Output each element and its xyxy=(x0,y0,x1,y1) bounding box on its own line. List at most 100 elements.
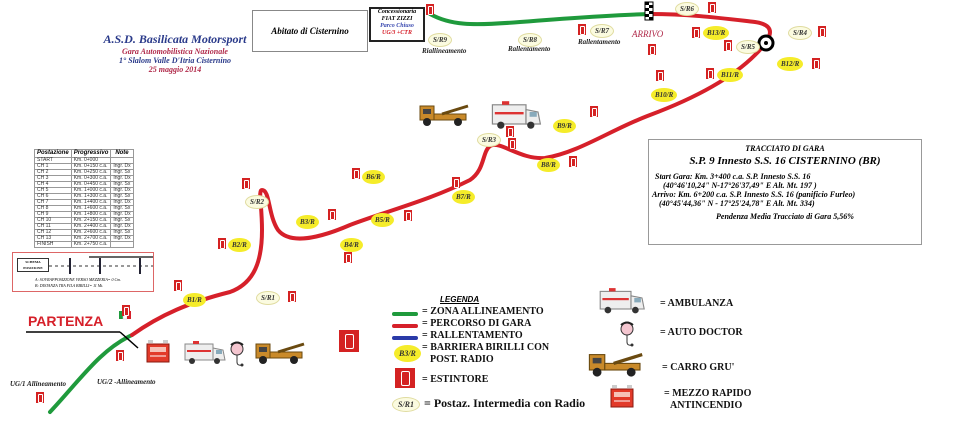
ambulance-icon xyxy=(598,287,646,321)
barrier-badge: B8/R xyxy=(537,158,560,172)
barrier-badge: B5/R xyxy=(371,213,394,227)
barrier-badge: B11/R xyxy=(717,68,743,82)
barrier-badge: B2/R xyxy=(228,238,251,252)
extinguisher-icon xyxy=(648,44,656,55)
start-pointer xyxy=(119,331,139,349)
extinguisher-icon xyxy=(288,291,296,302)
org-name: A.S.D. Basilicata Motorsport xyxy=(103,32,247,46)
barrier-badge: B6/R xyxy=(362,170,385,184)
extinguisher-icon xyxy=(706,68,714,79)
info-start: Start Gara: Km. 3+400 c.a. S.P. Innesto … xyxy=(655,172,811,181)
legend-extinguisher-icon xyxy=(395,368,415,388)
ug3-label: UG/3 +CTR xyxy=(382,30,412,36)
info-road: S.P. 9 Innesto S.S. 16 CISTERNINO (BR) xyxy=(689,155,881,167)
legend-barrier: = BARRIERA BIRILLI CON xyxy=(422,342,550,353)
table-cell: FINISH xyxy=(34,241,72,248)
radio-post-badge: S/R5 xyxy=(736,40,761,54)
info-slope: Pendenza Media Tracciato di Gara 5,56% xyxy=(716,212,854,221)
extinguisher-icon xyxy=(404,210,412,221)
chicane-note-b: B: DISTANZA TRA FILA BIRILLI= 11 Mt. xyxy=(35,283,104,288)
extinguisher-icon xyxy=(508,138,516,149)
extinguisher-icon xyxy=(344,252,352,263)
race-date: 25 maggio 2014 xyxy=(148,65,202,74)
extinguisher-icon xyxy=(812,58,820,69)
fire-truck-icon xyxy=(144,338,172,371)
legend-radio-badge: S/R1 xyxy=(392,397,421,412)
extinguisher-icon xyxy=(724,40,732,51)
crane-truck-icon xyxy=(585,348,647,384)
legend-crane: = CARRO GRU' xyxy=(662,362,735,373)
crane-truck-icon xyxy=(252,338,308,371)
race-name: 1° Slalom Valle D'Itria Cisternino xyxy=(118,56,232,65)
extinguisher-icon xyxy=(426,4,434,15)
legend-route: = PERCORSO DI GARA xyxy=(422,318,532,329)
parco-chiuso: Parco Chiuso xyxy=(380,23,414,29)
info-box: TRACCIATO DI GARA S.P. 9 Innesto S.S. 16… xyxy=(648,139,922,245)
radio-post-badge: S/R6 xyxy=(675,2,700,16)
barrier-badge: B4/R xyxy=(340,238,363,252)
ug2-label: UG/2 -Allineamento xyxy=(97,378,156,386)
radio-post-badge: S/R7 xyxy=(590,24,615,38)
info-finish-coords: (40°45'44,36" N - 17°25'24,78" E Alt. Mt… xyxy=(659,199,815,208)
legend-title: LEGENDA xyxy=(440,295,480,304)
extinguisher-icon xyxy=(352,168,360,179)
extinguisher-icon xyxy=(590,106,598,117)
chicane-note-a: A: SOVRAPPOSIZIONE VERSO MEZZERIA= 0 Cm. xyxy=(35,277,122,282)
legend-barrier-badge: B3/R xyxy=(394,345,421,362)
barrier-badge: B3/R xyxy=(296,215,319,229)
finish-label: ARRIVO xyxy=(632,29,664,39)
extinguisher-icon xyxy=(36,392,44,403)
alignment-zone-finish xyxy=(428,12,652,27)
extinguisher-icon xyxy=(116,350,124,361)
extinguisher-icon xyxy=(218,238,226,249)
legend-radio-post: = Postaz. Intermedia con Radio xyxy=(424,396,586,410)
rallentamento-label: Rallentamento xyxy=(508,45,551,53)
table-cell: Km. 2+750 c.a. xyxy=(70,241,112,248)
extinguisher-icon xyxy=(708,2,716,13)
alignment-zone-start xyxy=(48,333,134,414)
fire-truck-icon xyxy=(608,383,636,416)
legend-extinguisher: = ESTINTORE xyxy=(422,374,489,385)
dealer-line: Concessionaria xyxy=(377,9,417,15)
legend-alignment: = ZONA ALLINEAMENTO xyxy=(422,306,544,317)
legend-swatch-red xyxy=(392,324,418,328)
event-type: Gara Automobilistica Nazionale xyxy=(122,47,228,56)
radio-post-badge: S/R1 xyxy=(256,291,281,305)
legend-swatch-blue xyxy=(392,336,418,340)
ambulance-icon xyxy=(490,100,543,136)
extinguisher-icon xyxy=(122,305,130,316)
chicane-sketch xyxy=(49,256,153,274)
riallineamento-label: Riallineamento xyxy=(422,47,467,55)
extinguisher-icon xyxy=(818,26,826,37)
ambulance-icon xyxy=(183,340,227,371)
radio-post-badge: S/R8 xyxy=(518,33,543,47)
radio-post-badge: S/R2 xyxy=(245,195,270,209)
radio-post-badge: S/R3 xyxy=(477,133,502,147)
legend-fire-2: ANTINCENDIO xyxy=(670,400,743,411)
legend-doctor: = AUTO DOCTOR xyxy=(660,327,743,338)
info-title: TRACCIATO DI GARA xyxy=(745,144,825,153)
radio-post-badge: S/R9 xyxy=(428,33,453,47)
dealer-name: FIAT ZIZZI xyxy=(381,16,413,22)
crane-truck-icon xyxy=(416,100,472,133)
barrier-badge: B12/R xyxy=(777,57,804,71)
town-box: Abitato di Cisternino xyxy=(252,10,368,52)
table-cell xyxy=(110,241,134,248)
info-finish: Arrivo: Km. 6+200 c.a. S.P. Innesto S.S.… xyxy=(652,190,856,199)
target-icon xyxy=(757,34,775,52)
start-label: PARTENZA xyxy=(28,313,104,329)
legend-ambulance: = AMBULANZA xyxy=(660,298,734,309)
ug1-label: UG/1 Allineamento xyxy=(10,380,66,388)
table-header: Note xyxy=(110,149,134,158)
barrier-badge: B9/R xyxy=(553,119,576,133)
legend-swatch-green xyxy=(392,312,418,316)
extinguisher-icon xyxy=(656,70,664,81)
event-header: A.S.D. Basilicata Motorsport Gara Automo… xyxy=(60,32,290,74)
table-cell: Ingr. Dx xyxy=(110,235,134,242)
auto-doctor-icon xyxy=(228,340,246,373)
extinguisher-icon xyxy=(339,330,359,352)
